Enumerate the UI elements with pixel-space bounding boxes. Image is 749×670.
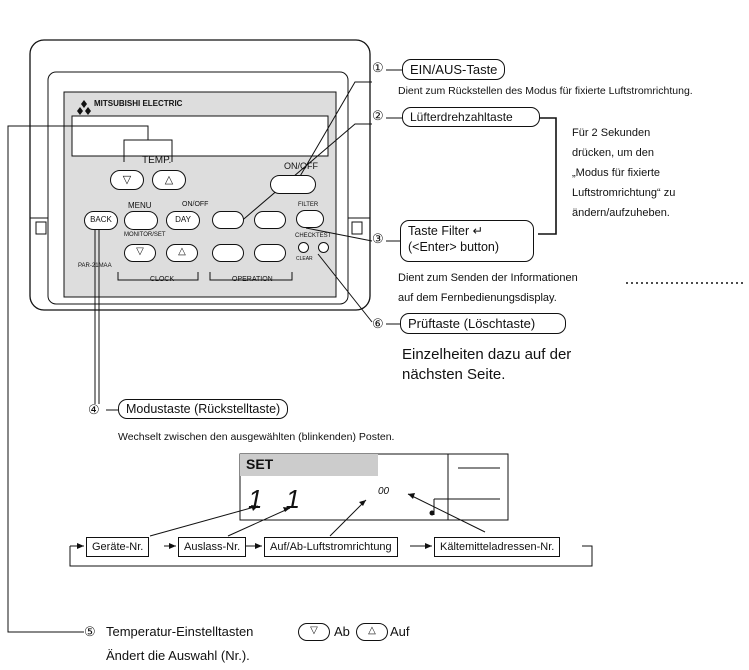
model-label: PAR-21MAA bbox=[78, 263, 112, 269]
callout-5-number: ⑤ bbox=[84, 624, 96, 639]
filter-label: FILTER bbox=[298, 202, 319, 208]
callout-3-desc-2: auf dem Fernbedienungsdisplay. bbox=[398, 292, 557, 304]
side-note-4: Luftstromrichtung“ zu bbox=[572, 187, 676, 199]
lcd-digits: 1 1 bbox=[248, 484, 309, 514]
temp-label: TEMP. bbox=[142, 155, 172, 166]
callout-3-title: Taste Filter ↵ (<Enter> button) bbox=[400, 220, 534, 262]
clock-up-button[interactable]: △ bbox=[166, 244, 198, 262]
callout-6-title: Prüftaste (Löschtaste) bbox=[400, 313, 566, 334]
callout-5-text: Temperatur-Einstelltasten bbox=[106, 624, 254, 639]
menu-label: MENU bbox=[128, 201, 152, 210]
monitor-label: MONITOR/SET bbox=[124, 232, 166, 238]
test-label: TEST bbox=[316, 233, 332, 239]
operation-up-button[interactable] bbox=[254, 244, 286, 262]
lcd-digits2: 00 bbox=[378, 486, 390, 497]
clock-label: CLOCK bbox=[150, 276, 175, 283]
temp-up-button[interactable]: △ bbox=[152, 170, 186, 190]
vane-button[interactable] bbox=[254, 211, 286, 229]
day-label: DAY bbox=[175, 215, 191, 224]
back-label: BACK bbox=[90, 215, 112, 224]
onoff-button[interactable] bbox=[270, 175, 316, 194]
callout-3-number: ③ bbox=[372, 231, 384, 246]
brand-label: MITSUBISHI ELECTRIC bbox=[94, 99, 183, 108]
check-label: CHECK bbox=[295, 233, 317, 239]
temp-down-button[interactable]: ▽ bbox=[110, 170, 144, 190]
callout-1-title: EIN/AUS-Taste bbox=[402, 59, 506, 80]
side-note-3: „Modus für fixierte bbox=[572, 167, 661, 179]
down-arrow-icon: ▽ bbox=[122, 174, 132, 186]
flow-box-kaeltemittel: Kältemitteladressen-Nr. bbox=[434, 537, 561, 557]
operation-label: OPERATION bbox=[232, 276, 273, 283]
back-button[interactable]: BACK bbox=[84, 211, 118, 230]
clear-label: CLEAR bbox=[296, 256, 313, 262]
flow-box-luftstrom: Auf/Ab-Luftstromrichtung bbox=[264, 537, 398, 557]
callout-2-title: Lüfterdrehzahltaste bbox=[402, 107, 540, 127]
fan-speed-button[interactable] bbox=[212, 211, 244, 229]
callout-3-line1: Taste Filter ↵ bbox=[408, 224, 484, 238]
side-note-2: drücken, um den bbox=[572, 147, 654, 159]
onoff-label: ON/OFF bbox=[284, 161, 318, 171]
callout-3-line2: (<Enter> button) bbox=[408, 240, 500, 254]
lcd-window bbox=[71, 115, 329, 157]
callout-6-number: ⑥ bbox=[372, 316, 384, 331]
callout-6-note-2: nächsten Seite. bbox=[402, 366, 506, 383]
callout-4-desc: Wechselt zwischen den ausgewählten (blin… bbox=[118, 431, 395, 443]
test-button[interactable] bbox=[318, 242, 329, 253]
check-button[interactable] bbox=[298, 242, 309, 253]
callout-3-desc-1: Dient zum Senden der Informationen bbox=[398, 272, 578, 284]
lcd-set-label: SET bbox=[246, 456, 274, 472]
side-note-5: ändern/aufzuheben. bbox=[572, 207, 670, 219]
flow-box-auslass: Auslass-Nr. bbox=[178, 537, 247, 557]
callout-5-auf: Auf bbox=[390, 624, 410, 639]
callout-5-ab: Ab bbox=[334, 624, 350, 639]
callout-1-number: ① bbox=[372, 60, 384, 75]
callout-5-down-key: ▽ bbox=[298, 623, 330, 641]
side-note-1: Für 2 Sekunden bbox=[572, 127, 651, 139]
onoff2-label: ON/OFF bbox=[182, 201, 209, 208]
day-button[interactable]: DAY bbox=[166, 211, 200, 230]
flow-box-geraete: Geräte-Nr. bbox=[86, 537, 150, 557]
callout-4-title: Modustaste (Rückstelltaste) bbox=[118, 399, 289, 419]
up-arrow-icon: △ bbox=[164, 174, 174, 186]
callout-1-desc: Dient zum Rückstellen des Modus für fixi… bbox=[398, 85, 693, 97]
callout-6-note-1: Einzelheiten dazu auf der bbox=[402, 346, 572, 363]
callout-5-up-key: △ bbox=[356, 623, 388, 641]
filter-button[interactable] bbox=[296, 210, 324, 228]
callout-4-number: ④ bbox=[88, 402, 100, 417]
operation-down-button[interactable] bbox=[212, 244, 244, 262]
mitsubishi-logo-icon bbox=[77, 100, 91, 115]
callout-2-number: ② bbox=[372, 108, 384, 123]
menu-down-button[interactable] bbox=[124, 211, 158, 230]
clock-down-button[interactable]: ▽ bbox=[124, 244, 156, 262]
callout-5-desc: Ändert die Auswahl (Nr.). bbox=[106, 648, 250, 663]
